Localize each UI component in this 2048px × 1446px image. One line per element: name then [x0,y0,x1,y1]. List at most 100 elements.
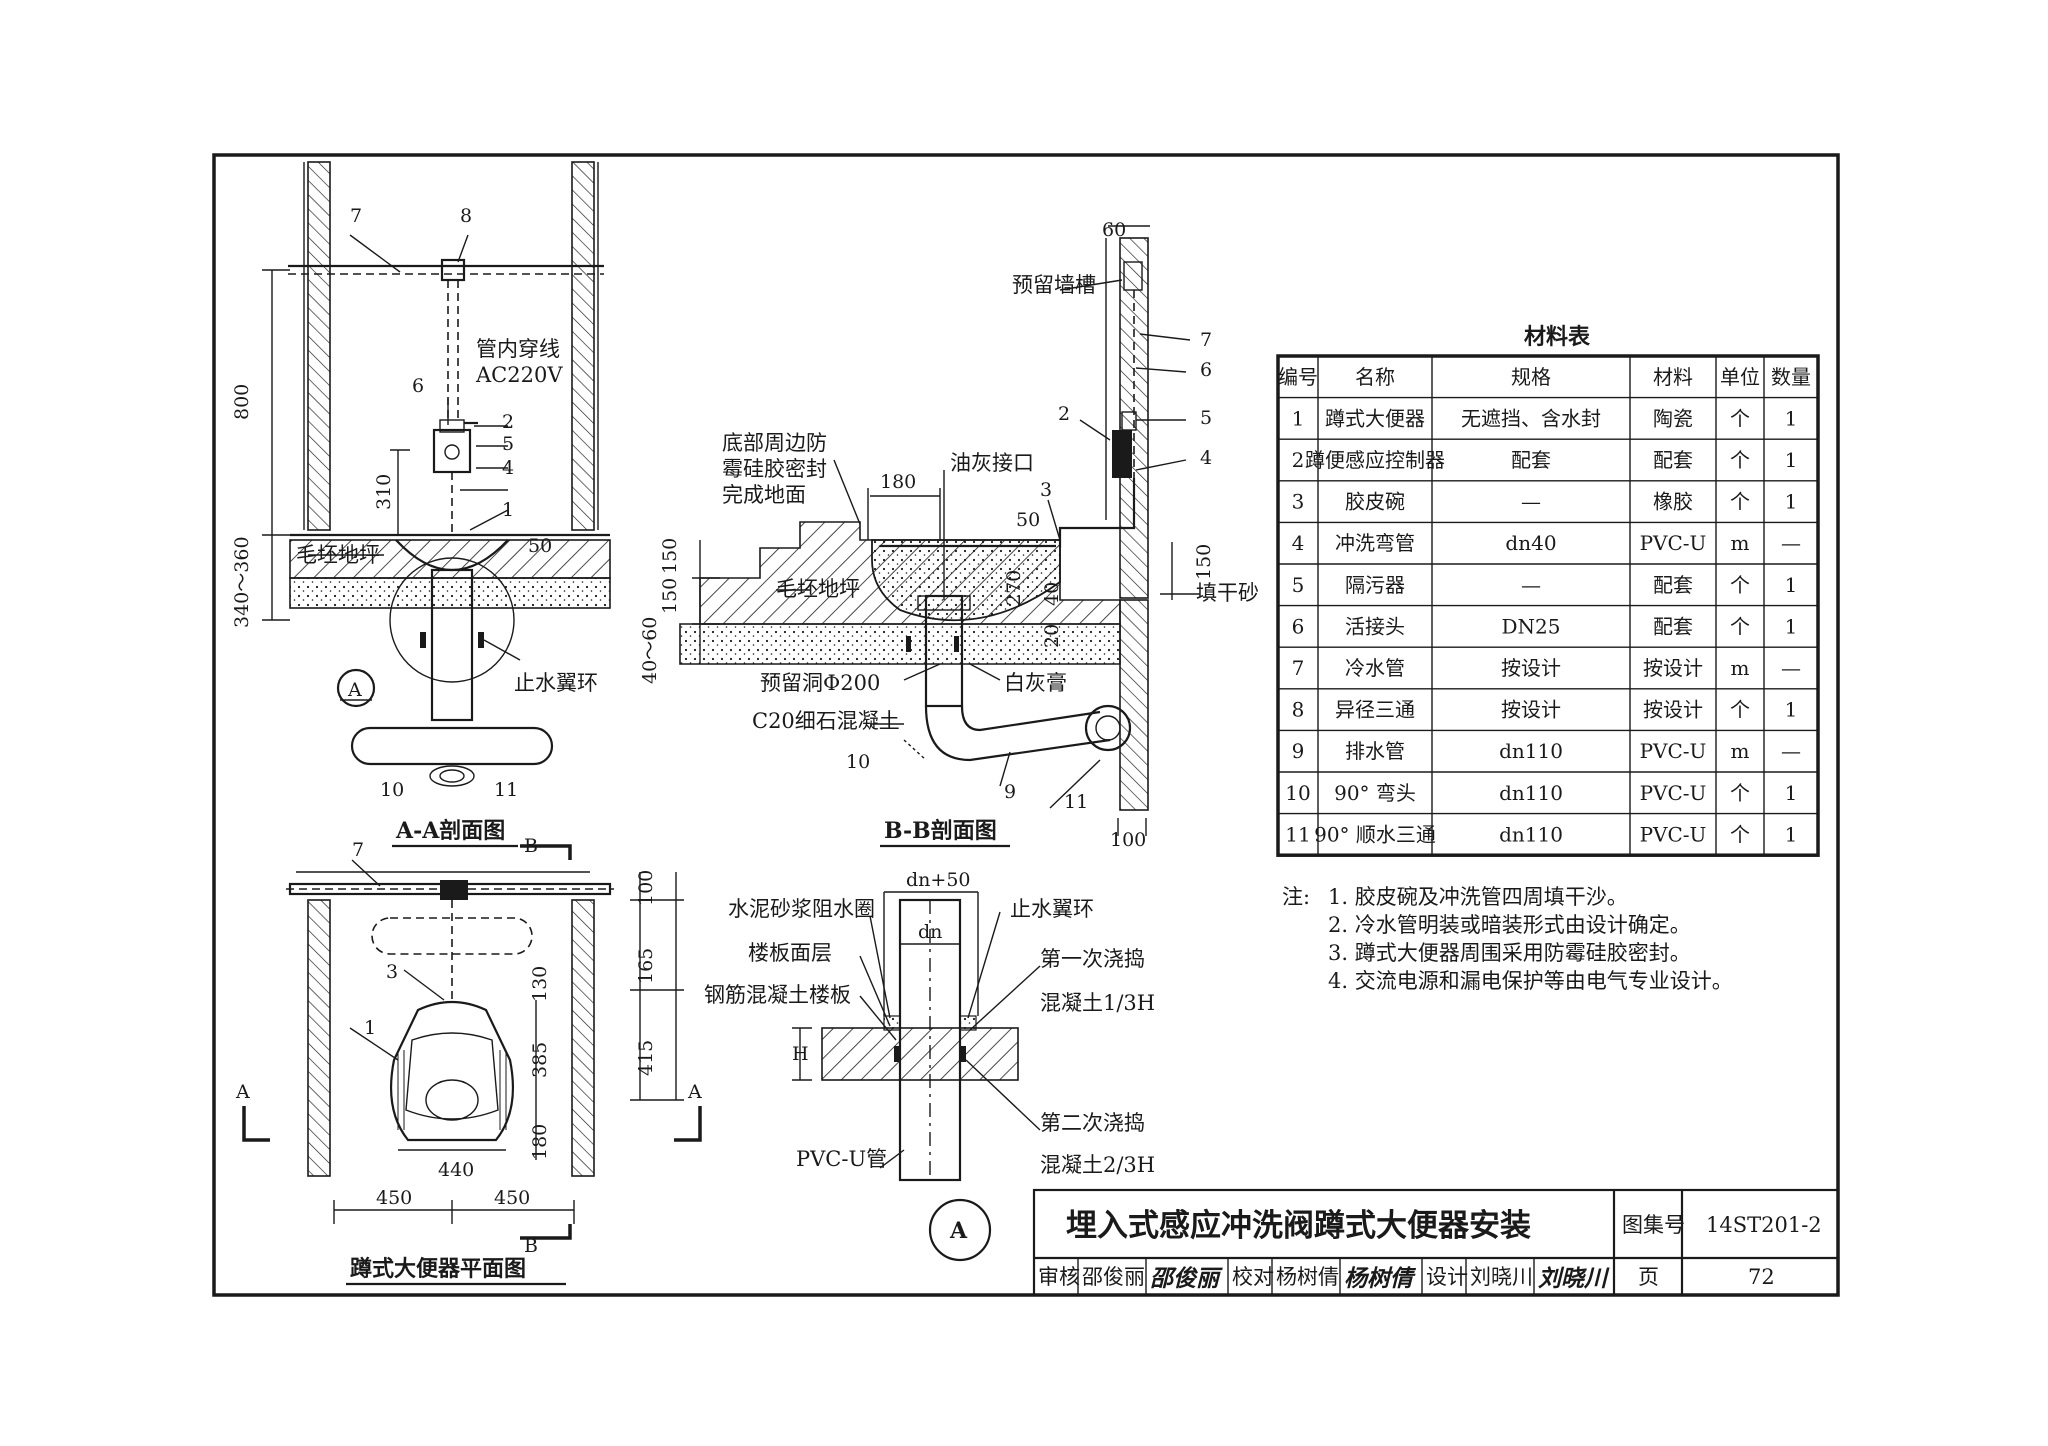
bb-dim-150b: 150 [659,578,681,614]
detail-h-label: H [792,1043,809,1065]
table-cell: m [1731,531,1750,555]
table-cell: 按设计 [1643,656,1703,680]
atlas-number: 14ST201-2 [1706,1213,1822,1237]
table-cell: — [1781,739,1801,763]
table-cell: 个 [1730,448,1750,472]
aa-callout-8: 8 [460,205,472,227]
table-cell: 3 [1292,490,1305,514]
plan-section-b-bottom: B [524,1235,538,1257]
table-cell: 1 [1785,822,1798,846]
aa-section [262,161,611,787]
designer-signature: 刘晓川 [1538,1265,1610,1292]
aa-callout-5: 5 [502,433,514,455]
aa-title: A-A剖面图 [395,818,505,844]
table-cell: 冲洗弯管 [1335,531,1415,555]
table-cell: PVC-U [1640,531,1707,555]
reviewer-signature: 邵俊丽 [1150,1265,1223,1292]
table-cell: 配套 [1653,573,1693,597]
detail-dn: dn [918,921,942,943]
aa-callout-6: 6 [412,375,424,397]
checker-name: 杨树倩 [1276,1265,1339,1289]
bb-callout-10: 10 [846,751,870,773]
bb-callout-7: 7 [1200,329,1212,351]
bb-dim-150c: 150 [1193,544,1215,580]
bb-callout-5: 5 [1200,407,1212,429]
table-cell: — [1521,490,1541,514]
table-cell: 2 [1292,448,1305,472]
drawing-title: 埋入式感应冲洗阀蹲式大便器安装 [1066,1208,1531,1244]
table-cell: dn110 [1499,822,1563,846]
table-cell: dn110 [1499,739,1563,763]
aa-water-ring-label: 止水翼环 [514,671,598,695]
plan-dim-180: 180 [529,1124,551,1160]
table-cell: 配套 [1511,448,1551,472]
table-cell: — [1781,531,1801,555]
table-cell: PVC-U [1640,781,1707,805]
table-cell: 无遮挡、含水封 [1461,406,1601,430]
aa-dim-800: 800 [231,384,253,420]
plan-section-b-top: B [524,835,538,857]
bb-finish-floor: 完成地面 [722,483,806,507]
detail-ring-label: 止水翼环 [1010,897,1094,921]
aa-dim-340-360: 340～360 [231,536,253,628]
aa-detail-mark: A [347,679,362,701]
bb-callout-4: 4 [1200,447,1212,469]
table-cell: 个 [1730,573,1750,597]
table-cell: 个 [1730,698,1750,722]
detail-floor-layer-label: 楼板面层 [748,941,832,965]
bb-dim-40: 40 [1041,582,1063,606]
bb-lime-label: 白灰膏 [1004,671,1067,695]
plan-dim-385: 385 [529,1042,551,1078]
table-cell: 陶瓷 [1653,406,1693,430]
table-cell: 11 [1285,822,1310,846]
bb-dim-40-60: 40～60 [639,617,661,684]
check-label: 校对 [1232,1265,1274,1289]
detail-pour1-label: 第一次浇捣 [1040,947,1145,971]
detail-slab-label: 钢筋混凝土楼板 [704,983,851,1007]
bb-seal-line2: 霉硅胶密封 [722,457,827,481]
table-cell: 9 [1292,739,1305,763]
aa-callout-2: 2 [502,411,514,433]
bb-rough-floor: 毛坯地坪 [776,577,860,601]
table-cell: dn40 [1505,531,1556,555]
plan-callout-1: 1 [364,1017,376,1039]
plan-dim-165: 165 [635,948,657,984]
atlas-label: 图集号 [1622,1213,1685,1237]
table-cell: 1 [1785,573,1798,597]
note-3: 3. 蹲式大便器周围采用防霉硅胶密封。 [1328,941,1691,965]
detail-c23-label: 混凝土2/3H [1040,1153,1155,1177]
table-header-cell: 数量 [1771,365,1811,389]
review-label: 审核 [1038,1265,1080,1289]
page-label: 页 [1638,1265,1659,1289]
bb-dim-150a: 150 [659,538,681,574]
table-cell: 6 [1292,614,1305,638]
table-cell: DN25 [1502,614,1561,638]
plan-dim-450-left: 450 [376,1187,412,1209]
table-cell: m [1731,656,1750,680]
table-cell: 90° 顺水三通 [1314,822,1436,846]
table-header-cell: 单位 [1720,365,1760,389]
table-cell: 4 [1292,531,1305,555]
detail-dn50: dn+50 [906,869,971,891]
table-cell: 排水管 [1345,739,1405,763]
bb-dry-sand-label: 填干砂 [1196,581,1259,605]
table-cell: 个 [1730,406,1750,430]
table-cell: dn110 [1499,781,1563,805]
bb-dim-60: 60 [1102,219,1126,241]
table-cell: 个 [1730,781,1750,805]
aa-callout-1: 1 [502,499,514,521]
aa-callout-11: 11 [494,779,518,801]
aa-wire-label: 管内穿线 [476,337,560,361]
table-cell: 10 [1285,781,1310,805]
plan-title: 蹲式大便器平面图 [350,1256,526,1282]
detail-a [792,891,1041,1262]
table-cell: 个 [1730,822,1750,846]
notes-prefix: 注: [1282,885,1310,909]
bb-callout-2: 2 [1058,403,1070,425]
table-cell: 蹲式大便器 [1325,406,1425,430]
aa-power-label: AC220V [475,363,563,387]
aa-callout-7: 7 [350,205,362,227]
aa-dim-50: 50 [528,535,552,557]
bb-callout-3: 3 [1040,479,1052,501]
